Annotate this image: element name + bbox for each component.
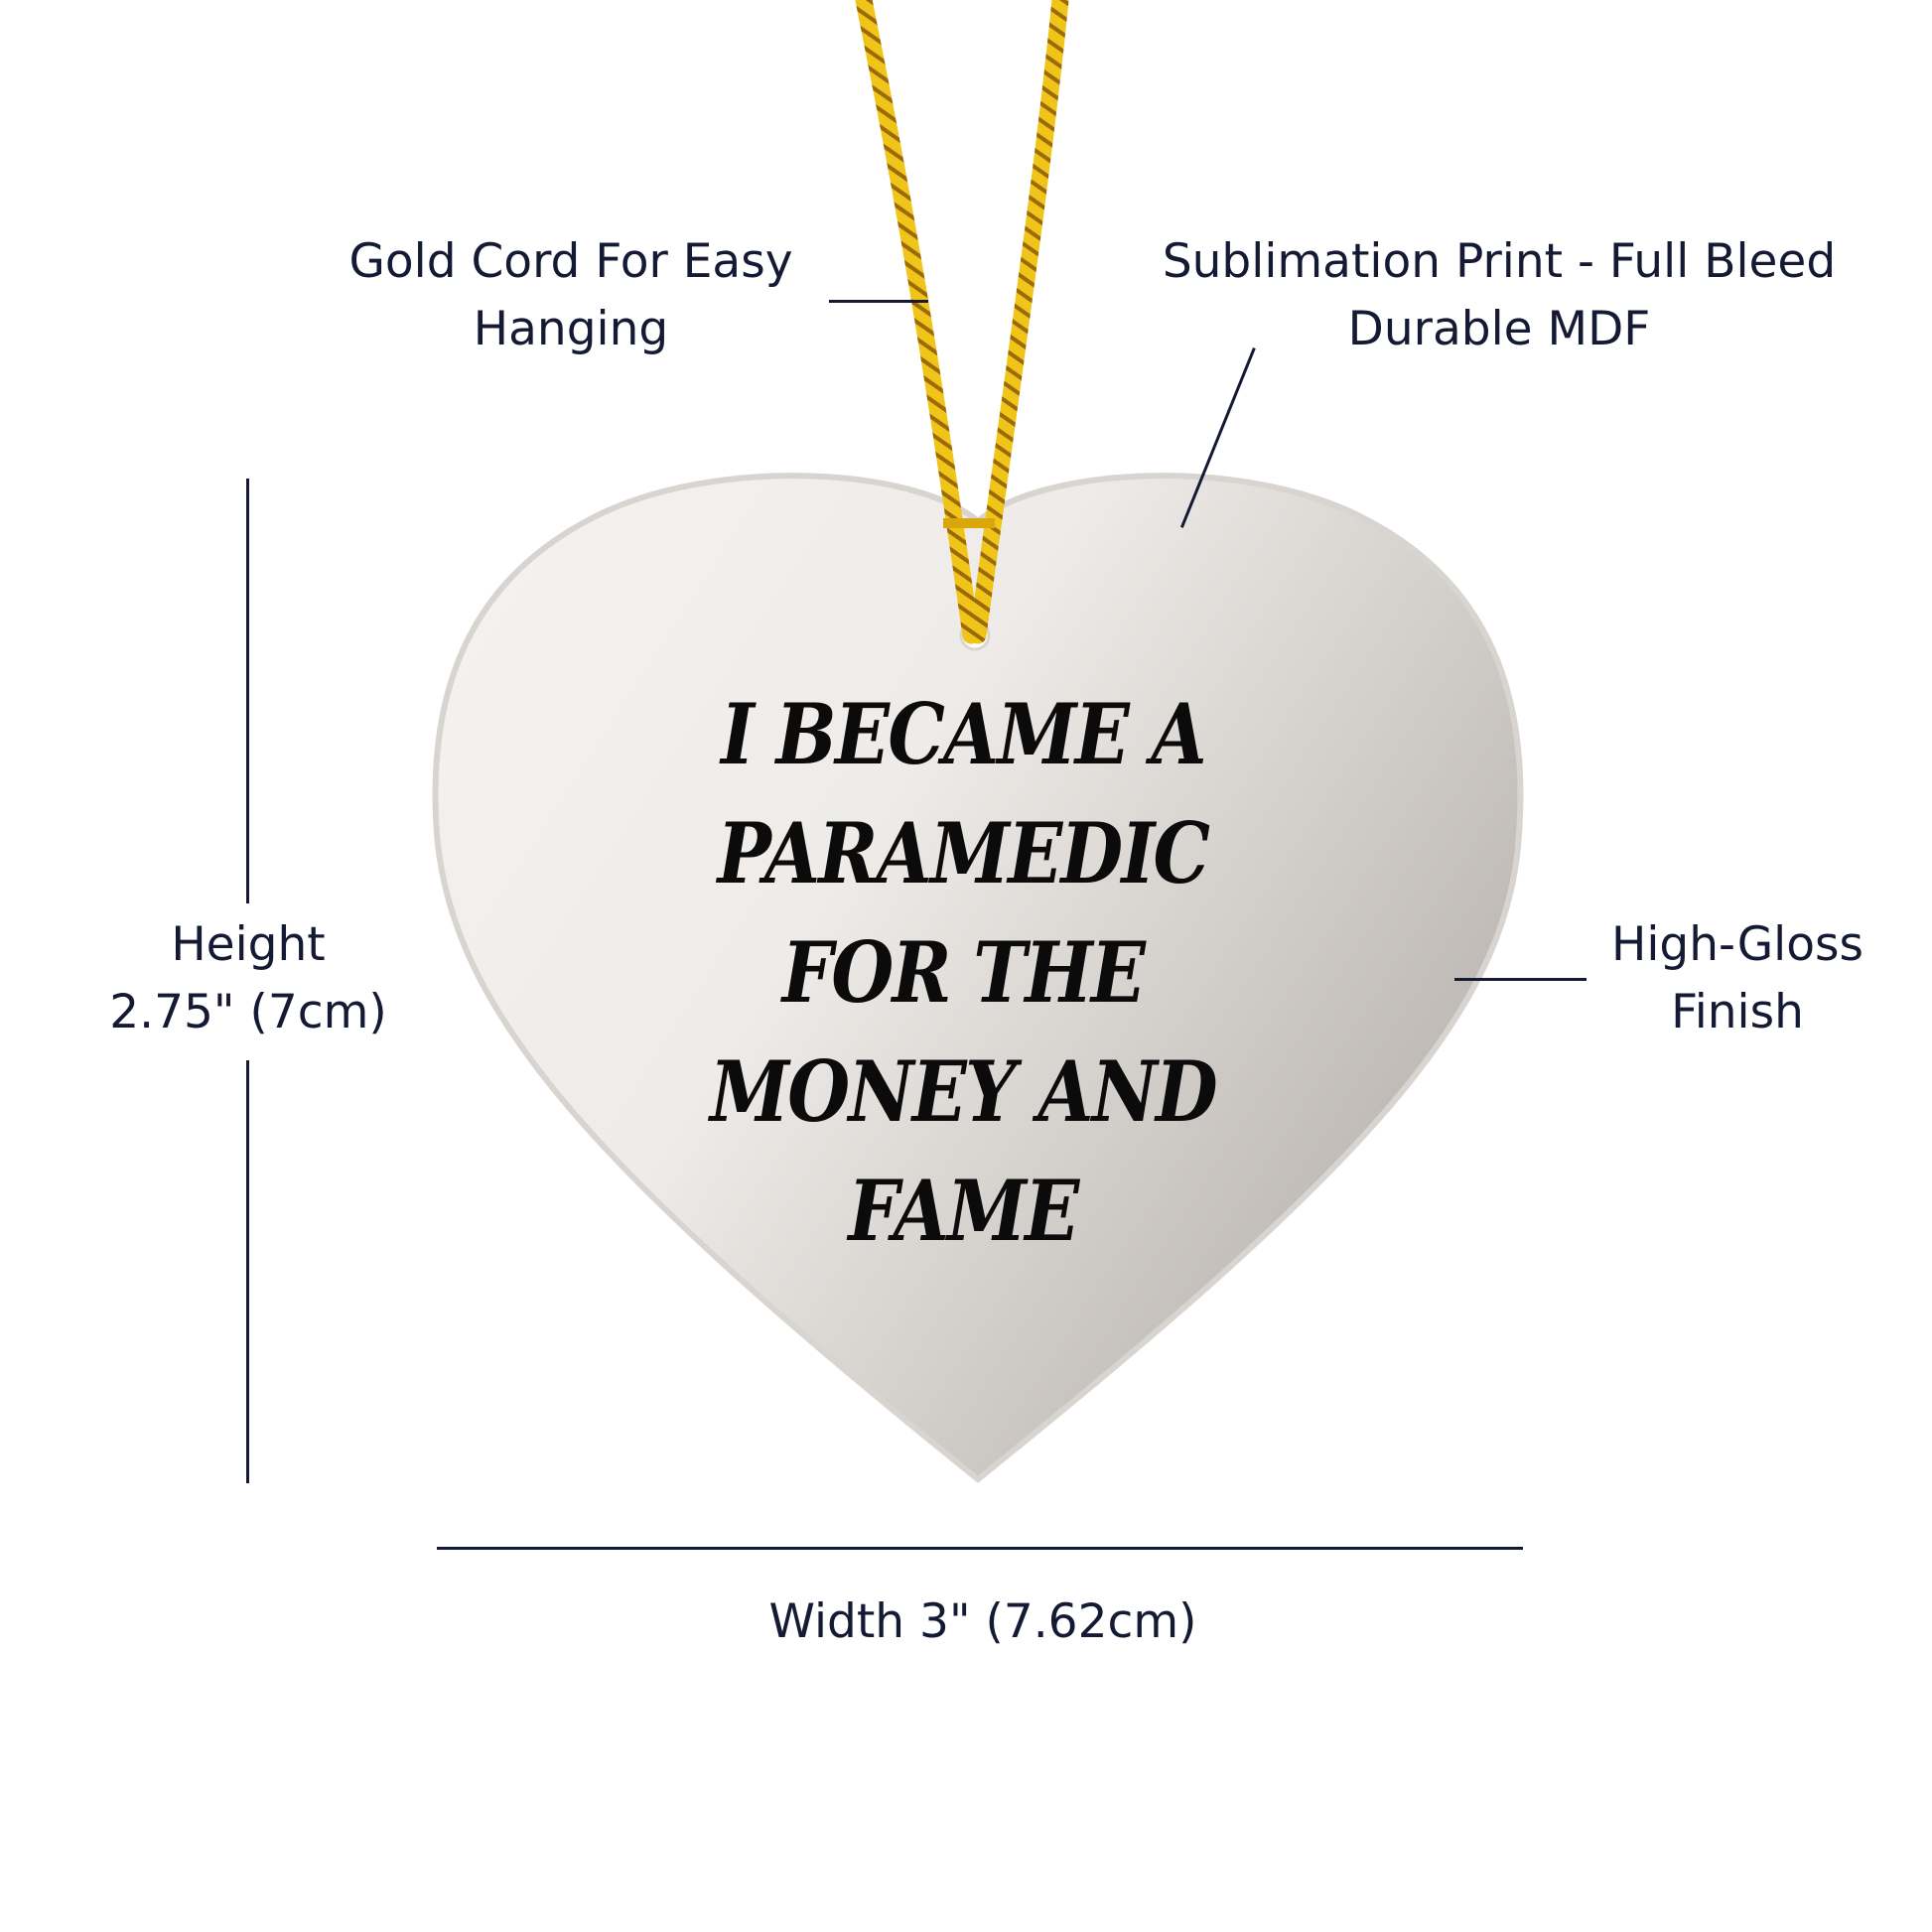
gold-cord-icon xyxy=(855,0,980,644)
height-line-bottom xyxy=(246,1060,249,1483)
finish-callout: High-Gloss Finish xyxy=(1611,917,1863,1039)
width-line xyxy=(437,1547,1523,1550)
cord-leader-line xyxy=(829,300,928,303)
heart-ornament xyxy=(432,473,1524,1483)
finish-leader-line xyxy=(1454,978,1587,981)
print-callout: Sublimation Print - Full Bleed Durable M… xyxy=(1162,234,1837,356)
printed-quote: I BECAME A PARAMEDIC FOR THE MONEY AND F… xyxy=(710,685,1218,1260)
height-line-top xyxy=(246,479,249,903)
height-callout: Height 2.75" (7cm) xyxy=(109,917,387,1039)
width-callout: Width 3" (7.62cm) xyxy=(768,1594,1197,1649)
cord-callout: Gold Cord For Easy Hanging xyxy=(348,234,793,356)
